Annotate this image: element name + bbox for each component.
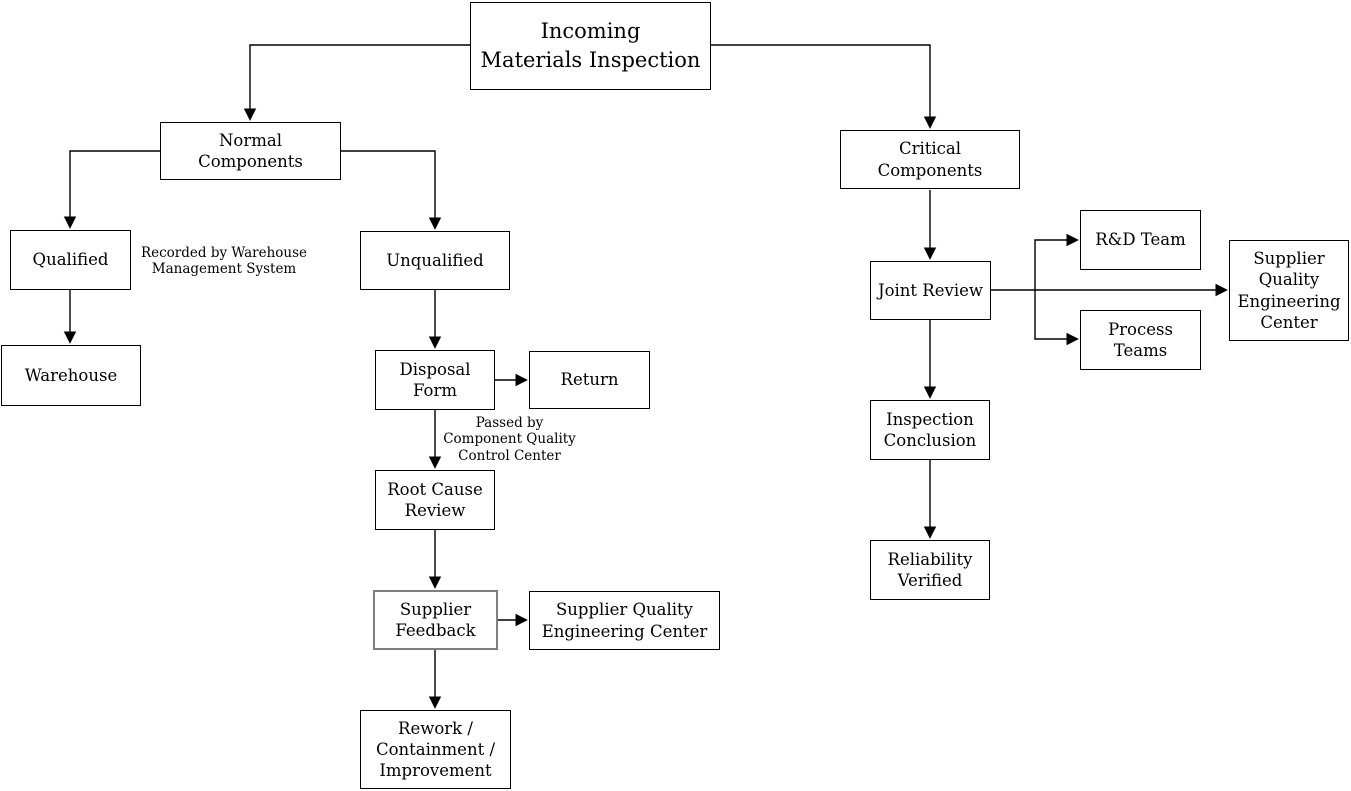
node-process-teams: Process Teams <box>1080 310 1201 370</box>
annotation-passed-by-component-quality-control-center: Passed by Component Quality Control Cent… <box>443 415 576 464</box>
node-qualified: Qualified <box>10 230 131 290</box>
node-supplier-feedback: Supplier Feedback <box>373 590 498 650</box>
node-disposal-form: Disposal Form <box>375 350 495 410</box>
node-rd-team: R&D Team <box>1080 210 1201 270</box>
edge-incoming-to-critical-components <box>711 44 937 129</box>
node-rework-containment-improvement: Rework / Containment / Improvement <box>360 710 511 789</box>
node-inspection-conclusion: Inspection Conclusion <box>870 400 990 460</box>
edge-normal-to-qualified <box>63 150 160 229</box>
node-critical-components: Critical Components <box>840 130 1020 189</box>
node-reliability-verified: Reliability Verified <box>870 540 990 600</box>
node-supplier-quality-engineering-center-left: Supplier Quality Engineering Center <box>529 591 720 650</box>
node-incoming-materials-inspection: Incoming Materials Inspection <box>470 2 711 90</box>
node-return: Return <box>529 351 650 409</box>
edge-normal-to-unqualified <box>341 150 442 230</box>
node-unqualified: Unqualified <box>360 231 510 290</box>
node-joint-review: Joint Review <box>870 261 991 320</box>
edge-joint-review-to-rd-team <box>1034 233 1079 290</box>
edge-incoming-to-normal-components <box>243 44 470 121</box>
node-normal-components: Normal Components <box>160 122 341 180</box>
node-root-cause-review: Root Cause Review <box>375 470 495 530</box>
annotation-recorded-by-warehouse-management-system: Recorded by Warehouse Management System <box>140 245 308 278</box>
edge-joint-review-to-process-teams <box>1034 290 1079 346</box>
node-supplier-quality-engineering-center-right: Supplier Quality Engineering Center <box>1229 240 1349 341</box>
node-warehouse: Warehouse <box>1 345 141 406</box>
